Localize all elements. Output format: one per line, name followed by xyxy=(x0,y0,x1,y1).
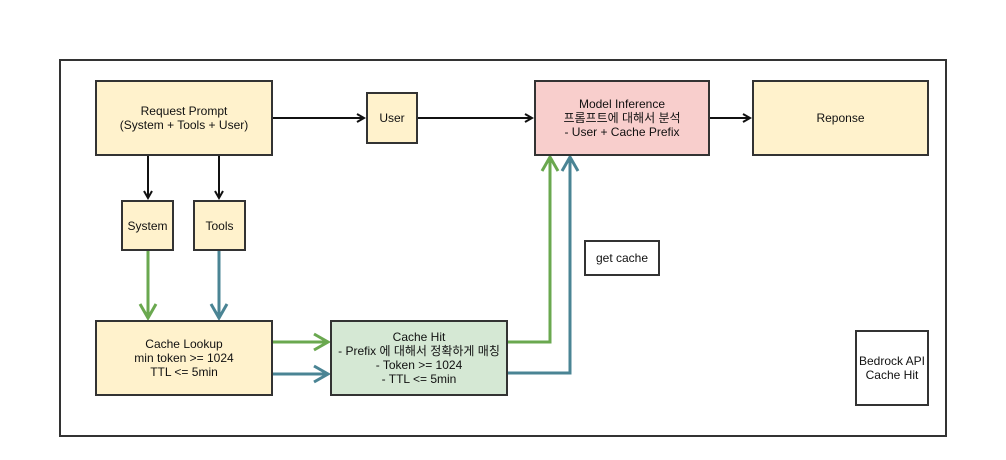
node-label: Cache Hit xyxy=(865,368,919,382)
node-system[interactable]: System xyxy=(121,200,174,251)
node-cache-hit[interactable]: Cache Hit - Prefix 에 대해서 정확하게 매칭 - Token… xyxy=(330,320,508,396)
node-label: TTL <= 5min xyxy=(150,365,218,379)
node-response[interactable]: Reponse xyxy=(752,80,929,156)
edge-cache-hit-to-model-green xyxy=(507,153,560,344)
node-label: Tools xyxy=(205,218,234,233)
node-label: - Token >= 1024 xyxy=(375,358,463,372)
node-label: - User + Cache Prefix xyxy=(564,125,680,139)
node-label: Model Inference xyxy=(578,97,666,111)
node-tools[interactable]: Tools xyxy=(193,200,246,251)
node-model-inference[interactable]: Model Inference 프롬프트에 대해서 분석 - User + Ca… xyxy=(534,80,710,156)
node-cache-lookup[interactable]: Cache Lookup min token >= 1024 TTL <= 5m… xyxy=(95,320,273,396)
node-bedrock-api-legend[interactable]: Bedrock API Cache Hit xyxy=(855,330,929,406)
node-label: Request Prompt xyxy=(140,104,228,118)
diagram-frame xyxy=(59,59,947,437)
edge-cache-hit-to-model-teal xyxy=(507,153,580,375)
node-label: User xyxy=(379,111,405,125)
node-label: (System + Tools + User) xyxy=(119,118,249,132)
node-label: System xyxy=(127,218,168,233)
node-label: Cache Hit xyxy=(392,330,446,344)
node-get-cache[interactable]: get cache xyxy=(584,240,660,276)
node-label: Reponse xyxy=(816,111,865,125)
node-label: get cache xyxy=(595,251,649,265)
node-label: - TTL <= 5min xyxy=(381,372,457,386)
node-user[interactable]: User xyxy=(366,92,418,144)
node-label: Cache Lookup xyxy=(145,337,223,351)
node-label: - Prefix 에 대해서 정확하게 매칭 xyxy=(338,344,500,358)
node-label: Bedrock API xyxy=(858,354,926,368)
node-label: 프롬프트에 대해서 분석 xyxy=(563,111,681,125)
node-request-prompt[interactable]: Request Prompt (System + Tools + User) xyxy=(95,80,273,156)
node-label: min token >= 1024 xyxy=(134,351,234,365)
